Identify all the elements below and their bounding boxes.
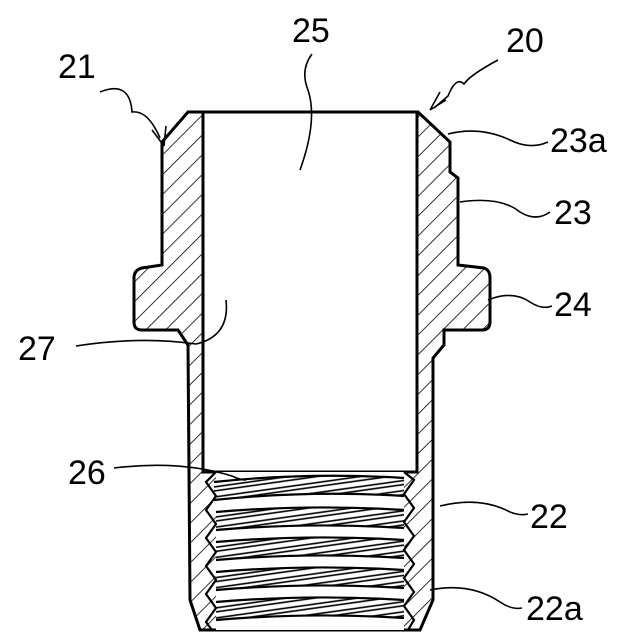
label-23a: 23a [550,122,607,160]
label-24: 24 [554,286,592,324]
label-26: 26 [68,454,106,492]
leader-21 [100,89,160,138]
leader-24 [488,295,552,307]
label-25: 25 [292,12,330,50]
bore-25 [203,112,417,472]
label-23: 23 [554,194,592,232]
arrow-20 [430,92,446,110]
label-27: 27 [18,330,56,368]
label-22: 22 [530,498,568,536]
leader-22 [440,502,528,515]
label-20: 20 [506,22,544,60]
leader-23a [448,131,548,145]
label-21: 21 [58,48,96,86]
label-22a: 22a [526,590,583,628]
leader-22a [430,588,522,609]
leader-23 [460,200,550,217]
